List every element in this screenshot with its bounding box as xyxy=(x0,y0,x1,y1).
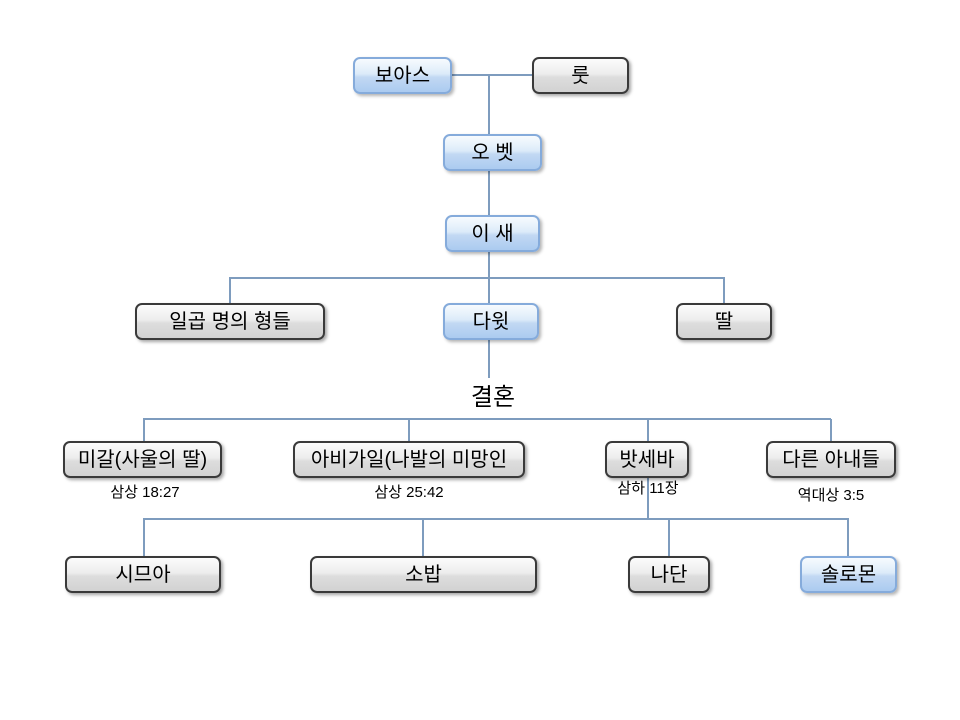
node-daughter-label: 딸 xyxy=(714,310,734,333)
node-seven-brothers-label: 일곱 명의 형들 xyxy=(169,310,291,333)
ref-abigail: 삼상 25:42 xyxy=(374,484,444,501)
connector-drop-solomon xyxy=(847,519,849,557)
node-seven-brothers[interactable]: 일곱 명의 형들 xyxy=(135,303,325,340)
ref-michal: 삼상 18:27 xyxy=(110,484,180,501)
node-boaz-label: 보아스 xyxy=(374,64,431,87)
connector-drop-bathsheba xyxy=(647,419,649,442)
connector-drop-abigail xyxy=(408,419,410,442)
connector-drop-other-wives xyxy=(830,419,832,442)
node-shimea[interactable]: 시므아 xyxy=(65,556,221,593)
node-obed[interactable]: 오 벳 xyxy=(443,134,542,171)
ref-other-wives: 역대상 3:5 xyxy=(797,487,865,504)
connector-couple-obed xyxy=(488,75,490,135)
node-ruth[interactable]: 룻 xyxy=(532,57,629,94)
node-solomon[interactable]: 솔로몬 xyxy=(800,556,897,593)
connector-wives-bar xyxy=(143,418,831,420)
connector-obed-jesse xyxy=(488,170,490,216)
node-obed-label: 오 벳 xyxy=(471,141,514,164)
node-bathsheba-label: 밧세바 xyxy=(619,448,675,471)
connector-bathsheba-children-bar xyxy=(143,518,849,520)
node-david[interactable]: 다윗 xyxy=(443,303,539,340)
node-abigail[interactable]: 아비가일(나발의 미망인 xyxy=(293,441,525,478)
node-boaz[interactable]: 보아스 xyxy=(353,57,452,94)
node-other-wives[interactable]: 다른 아내들 xyxy=(766,441,896,478)
connector-boaz-ruth xyxy=(452,74,532,76)
connector-jesse-children-bar xyxy=(229,277,725,279)
node-nathan-label: 나단 xyxy=(650,563,688,586)
node-jesse[interactable]: 이 새 xyxy=(445,215,540,252)
connector-drop-seven-brothers xyxy=(229,278,231,304)
node-other-wives-label: 다른 아내들 xyxy=(782,448,880,471)
node-solomon-label: 솔로몬 xyxy=(820,563,877,586)
node-david-label: 다윗 xyxy=(472,310,510,333)
node-bathsheba[interactable]: 밧세바 xyxy=(605,441,689,478)
node-shobab-label: 소밥 xyxy=(405,563,442,586)
node-nathan[interactable]: 나단 xyxy=(628,556,710,593)
node-jesse-label: 이 새 xyxy=(471,222,514,245)
marriage-label: 결혼 xyxy=(470,384,516,411)
node-shimea-label: 시므아 xyxy=(115,563,171,586)
connector-drop-nathan xyxy=(668,519,670,557)
connector-drop-michal xyxy=(143,419,145,442)
node-shobab[interactable]: 소밥 xyxy=(310,556,537,593)
connector-drop-shimea xyxy=(143,519,145,557)
connector-drop-daughter xyxy=(723,278,725,304)
connector-bathsheba-bar xyxy=(647,477,649,519)
connector-drop-david xyxy=(488,278,490,304)
node-daughter[interactable]: 딸 xyxy=(676,303,772,340)
node-abigail-label: 아비가일(나발의 미망인 xyxy=(310,448,508,471)
node-michal[interactable]: 미갈(사울의 딸) xyxy=(63,441,222,478)
ref-bathsheba: 삼하 11장 xyxy=(617,480,679,497)
connector-drop-shobab xyxy=(422,519,424,557)
connector-david-marriage xyxy=(488,339,490,378)
node-michal-label: 미갈(사울의 딸) xyxy=(77,448,208,471)
node-ruth-label: 룻 xyxy=(571,64,590,87)
connector-jesse-bar xyxy=(488,251,490,278)
